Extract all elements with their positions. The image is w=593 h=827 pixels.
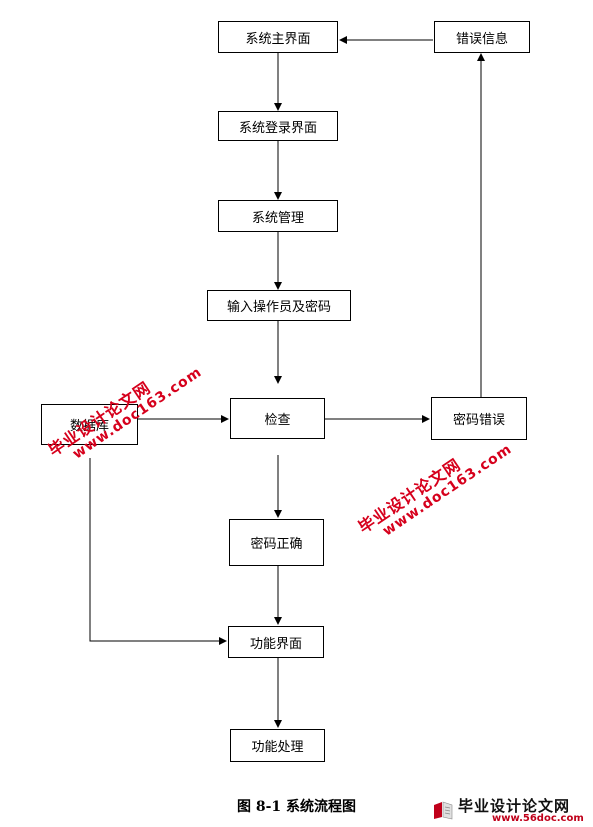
- node-database: 数据库: [41, 404, 138, 445]
- logo-name: 毕业设计论文网: [458, 797, 571, 815]
- node-main-ui: 系统主界面: [218, 21, 338, 53]
- figure-caption: 图 8-1 系统流程图: [236, 799, 357, 815]
- book-logo-icon: [434, 801, 453, 820]
- node-check: 检查: [230, 398, 325, 439]
- arrow-db-to-func: [89, 458, 227, 645]
- logo-url: www.56doc.com: [492, 813, 584, 824]
- node-func-ui: 功能界面: [228, 626, 324, 658]
- node-login-ui: 系统登录界面: [218, 111, 338, 141]
- node-input-op: 输入操作员及密码: [207, 290, 351, 321]
- node-func-proc: 功能处理: [230, 729, 325, 762]
- site-logo: 毕业设计论文网 www.56doc.com: [432, 795, 592, 825]
- node-sys-manage: 系统管理: [218, 200, 338, 232]
- node-pwd-error: 密码错误: [431, 397, 527, 440]
- node-pwd-correct: 密码正确: [229, 519, 324, 566]
- node-error-info: 错误信息: [434, 21, 530, 53]
